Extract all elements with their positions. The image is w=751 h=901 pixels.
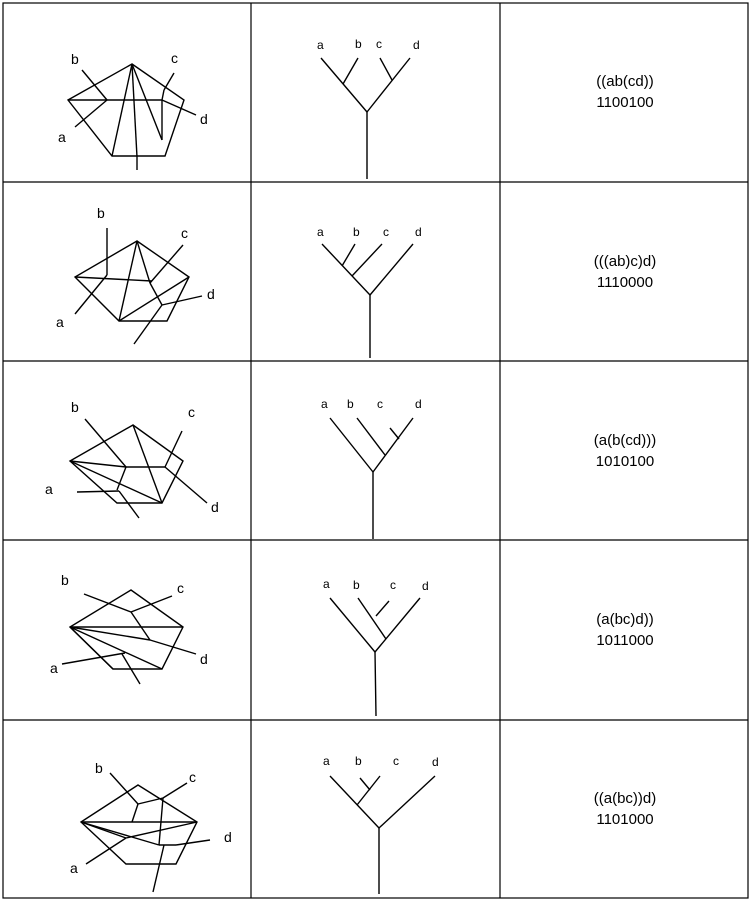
tree-label-d: d xyxy=(422,579,429,593)
tree-label-d: d xyxy=(415,397,422,411)
tree-label-c: c xyxy=(377,397,383,411)
bracket-formula: ((a(bc))d) xyxy=(593,790,657,807)
diagram-label-b: b xyxy=(95,760,103,776)
binary-code: 1010100 xyxy=(595,453,655,470)
line-diagram-2: b c d a xyxy=(56,205,215,345)
tree-label-a: a xyxy=(321,397,328,411)
bracket-formula: (a(bc)d)) xyxy=(596,611,654,628)
tree-diagram-4: a b c d xyxy=(323,577,429,717)
diagram-label-c: c xyxy=(171,50,178,66)
diagram-label-d: d xyxy=(200,111,208,127)
line-diagram-5: b c d a xyxy=(70,760,232,893)
diagram-label-c: c xyxy=(181,225,188,241)
diagram-label-b: b xyxy=(71,51,79,67)
diagram-label-b: b xyxy=(97,205,105,221)
tree-diagram-3: a b c d xyxy=(321,397,422,539)
tree-label-a: a xyxy=(317,38,324,52)
diagram-label-d: d xyxy=(224,829,232,845)
binary-code: 1100100 xyxy=(596,94,654,111)
tree-label-a: a xyxy=(317,225,324,239)
bracket-formula: ((ab(cd)) xyxy=(596,73,654,90)
formula-cell-5: ((a(bc))d) 1101000 xyxy=(501,788,749,830)
tree-label-a: a xyxy=(323,754,330,768)
diagram-label-a: a xyxy=(45,481,53,497)
line-diagram-4: b c d a xyxy=(50,572,208,685)
tree-label-b: b xyxy=(353,578,360,592)
diagram-label-c: c xyxy=(177,580,184,596)
tree-label-d: d xyxy=(413,38,420,52)
tree-label-b: b xyxy=(353,225,360,239)
diagram-label-c: c xyxy=(188,404,195,420)
tree-label-b: b xyxy=(355,37,362,51)
tree-label-d: d xyxy=(432,755,439,769)
tree-diagram-1: a b c d xyxy=(317,37,420,179)
tree-label-a: a xyxy=(323,577,330,591)
tree-label-c: c xyxy=(390,578,396,592)
diagram-label-a: a xyxy=(58,129,66,145)
formula-cell-4: (a(bc)d)) 1011000 xyxy=(501,609,749,651)
line-diagram-3: b c d a xyxy=(45,399,219,519)
binary-code: 1101000 xyxy=(596,811,654,828)
tree-label-c: c xyxy=(376,37,382,51)
diagram-label-b: b xyxy=(71,399,79,415)
diagram-label-c: c xyxy=(189,769,196,785)
tree-label-b: b xyxy=(347,397,354,411)
formula-cell-2: (((ab)c)d) 1110000 xyxy=(501,251,749,293)
diagram-label-a: a xyxy=(56,314,64,330)
tree-label-c: c xyxy=(393,754,399,768)
line-diagram-1: b c d a xyxy=(58,50,208,170)
bracket-formula: (((ab)c)d) xyxy=(593,253,657,270)
diagram-label-a: a xyxy=(70,860,78,876)
diagram-label-a: a xyxy=(50,660,58,676)
diagram-label-d: d xyxy=(207,286,215,302)
formula-cell-1: ((ab(cd)) 1100100 xyxy=(501,71,749,113)
tree-diagram-2: a b c d xyxy=(317,225,422,358)
tree-label-c: c xyxy=(383,225,389,239)
tree-label-d: d xyxy=(415,225,422,239)
tree-label-b: b xyxy=(355,754,362,768)
tree-diagram-5: a b c d xyxy=(323,754,439,894)
binary-code: 1110000 xyxy=(596,274,654,291)
diagram-label-b: b xyxy=(61,572,69,588)
bracket-formula: (a(b(cd))) xyxy=(593,432,657,449)
binary-code: 1011000 xyxy=(596,632,654,649)
diagram-label-d: d xyxy=(200,651,208,667)
formula-cell-3: (a(b(cd))) 1010100 xyxy=(501,430,749,472)
diagram-label-d: d xyxy=(211,499,219,515)
